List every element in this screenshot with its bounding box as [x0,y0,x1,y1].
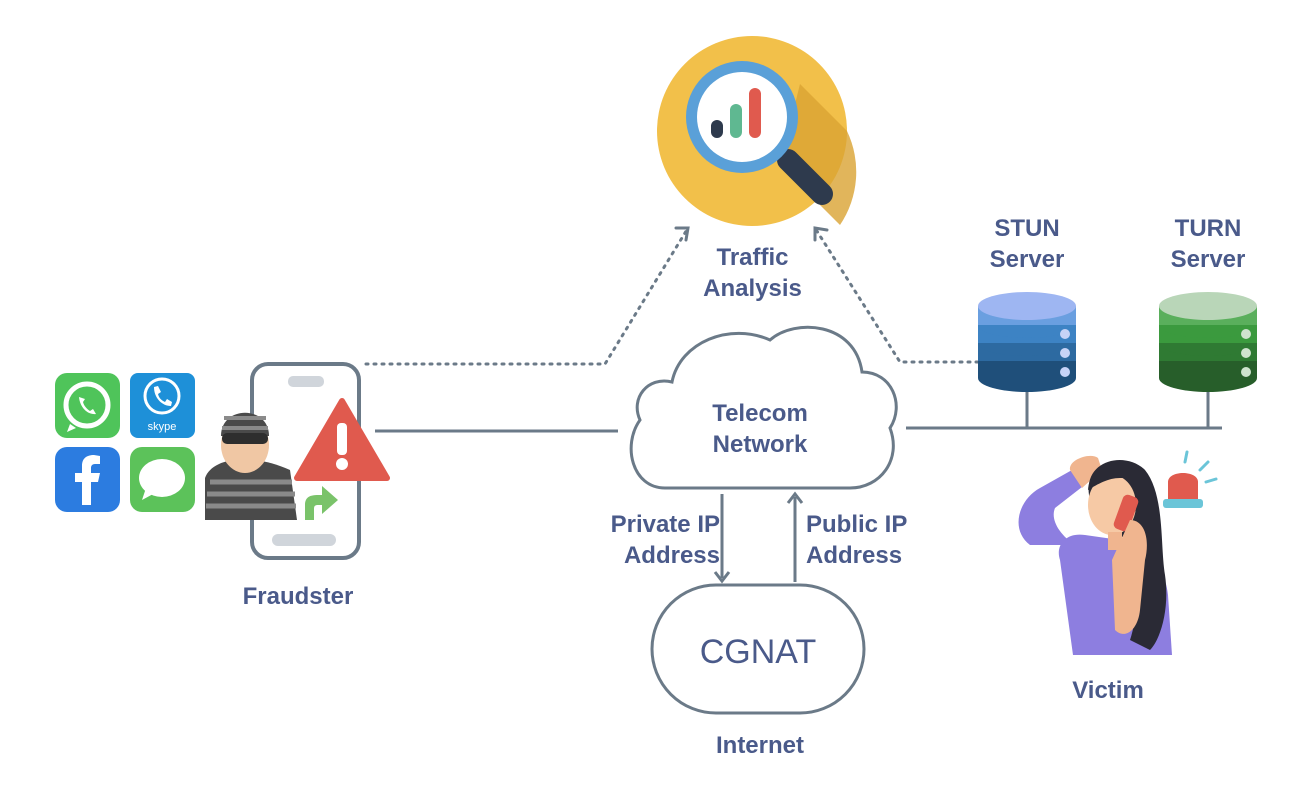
arrowhead-down [713,571,731,584]
private-ip-label: Private IP Address [610,511,720,569]
victim-label: Victim [1072,677,1144,704]
skype-icon: skype [130,373,195,438]
dotted-link-servers-analysis [813,226,980,364]
cgnat-label: CGNAT [699,633,817,671]
whatsapp-icon [55,373,120,438]
alarm-icon [1163,450,1218,508]
dotted-arrow-right-head [813,226,829,242]
traffic-analysis-label: Traffic Analysis [703,244,802,302]
stun-server-label: STUN Server [989,215,1065,273]
green-arrow-icon [305,486,338,520]
stun-server-icon [978,292,1076,392]
fraudster-label: Fraudster [242,583,354,610]
arrowhead-up [786,491,804,504]
facebook-icon [55,447,120,512]
victim-illustration [1018,450,1218,655]
cgnat-box [650,583,866,715]
turn-server-label: TURN Server [1170,215,1246,273]
dotted-arrow-left-head [674,226,690,242]
messages-icon [130,447,195,512]
dotted-link-fraudster-analysis [364,226,690,366]
skype-logo-text: skype [148,421,177,433]
public-ip-label: Public IP Address [806,511,908,569]
fraudster-illustration [205,362,390,560]
telecom-network-label: Telecom Network [712,400,808,458]
turn-server-icon [1159,292,1257,392]
traffic-analysis-icon [657,36,857,226]
telecom-network-cloud [629,325,898,490]
internet-label: Internet [715,732,804,759]
